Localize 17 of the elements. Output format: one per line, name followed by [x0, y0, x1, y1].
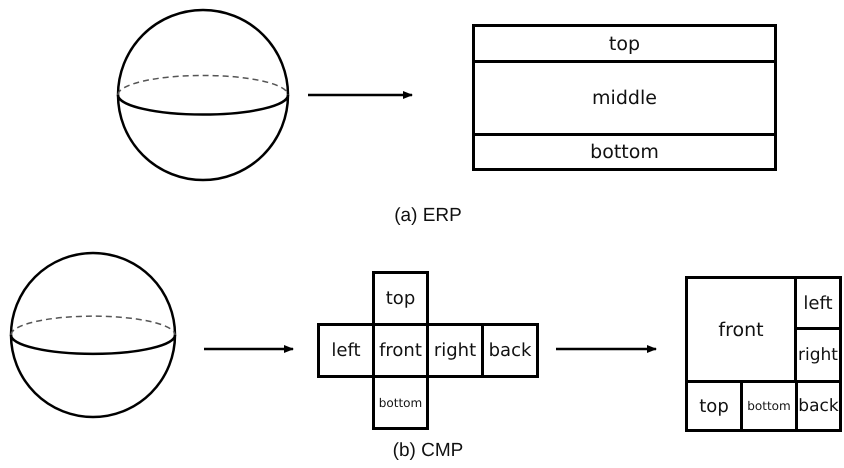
face-cell: left [794, 276, 842, 330]
face-cell: right [426, 323, 484, 378]
face-cell: back [795, 380, 842, 432]
face-cell: left [317, 323, 375, 378]
face-cell: top [372, 271, 429, 326]
figure-caption: (b) CMP [392, 440, 464, 462]
face-cell: bottom [472, 133, 777, 171]
arrow [308, 91, 413, 99]
arrow [556, 345, 657, 353]
face-cell: top [685, 380, 743, 432]
arrow [204, 345, 294, 353]
face-cell: top [472, 24, 777, 63]
face-cell: front [685, 276, 797, 383]
face-cell: middle [472, 60, 777, 136]
face-cell: back [481, 323, 539, 378]
figure-caption: (a) ERP [394, 205, 462, 227]
face-cell: bottom [372, 375, 429, 430]
